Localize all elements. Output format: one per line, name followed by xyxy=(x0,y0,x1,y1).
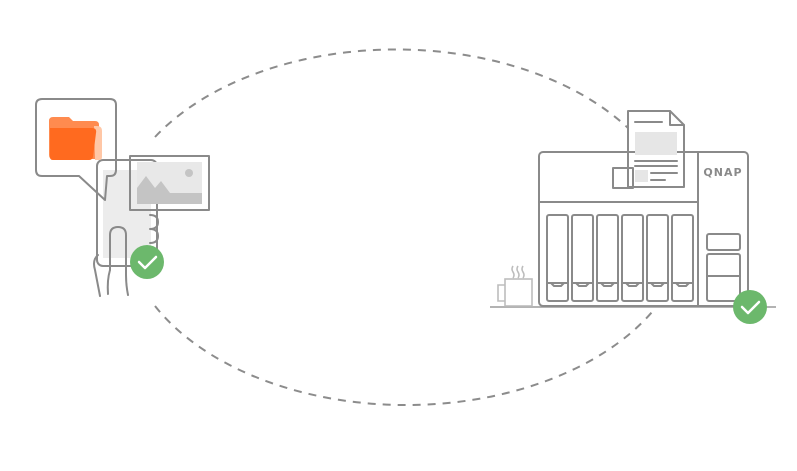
dashed-arc-top xyxy=(154,48,629,138)
drive-bay xyxy=(646,214,669,302)
drive-bay xyxy=(596,214,619,302)
drive-bay-latch xyxy=(671,282,694,287)
drive-bay xyxy=(546,214,569,302)
drive-bay xyxy=(571,214,594,302)
nas-brand-logo: QNAP xyxy=(703,166,742,179)
check-icon xyxy=(733,290,767,324)
check-icon xyxy=(130,245,164,279)
dashed-arc-bottom xyxy=(154,305,653,406)
speech-bubble xyxy=(35,98,117,201)
drive-bay-latch xyxy=(621,282,644,287)
drive-bay xyxy=(621,214,644,302)
drive-bay xyxy=(671,214,694,302)
drive-bay-latch xyxy=(596,282,619,287)
document-icon xyxy=(627,110,685,188)
drive-bay-latch xyxy=(546,282,569,287)
drive-bay-latch xyxy=(646,282,669,287)
mug-icon xyxy=(497,265,533,307)
folder-icon xyxy=(49,117,102,160)
drive-bay-latch xyxy=(571,282,594,287)
image-icon xyxy=(129,155,210,211)
